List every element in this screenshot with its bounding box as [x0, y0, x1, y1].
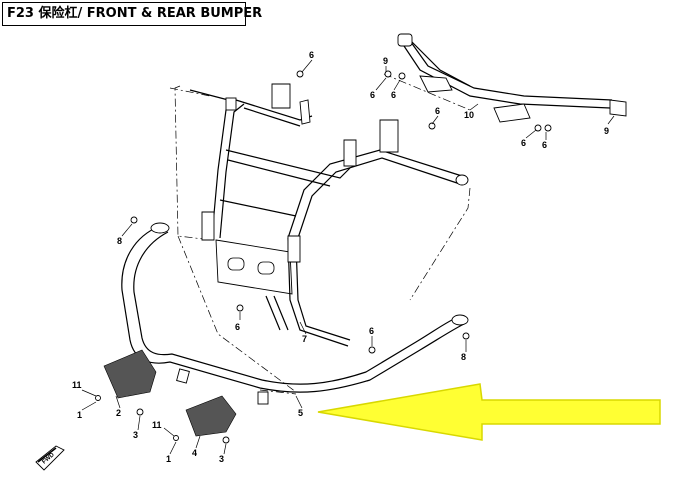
callout-6: 6	[435, 106, 440, 116]
page-title: F23 保险杠/ FRONT & REAR BUMPER	[2, 2, 262, 26]
projection-lines	[169, 73, 471, 395]
callout-6: 6	[521, 138, 526, 148]
callout-9: 9	[604, 126, 609, 136]
callout-3: 3	[219, 454, 224, 464]
callout-8: 8	[117, 236, 122, 246]
callout-5: 5	[298, 408, 303, 418]
callout-4: 4	[192, 448, 197, 458]
rear-bumper-tube	[397, 33, 627, 123]
skid-plate-left	[103, 349, 157, 399]
skid-plate-right	[185, 395, 237, 437]
callout-6: 6	[391, 90, 396, 100]
callout-1: 1	[166, 454, 171, 464]
bumper-frame-right	[287, 119, 469, 347]
callout-1: 1	[77, 410, 82, 420]
callout-6: 6	[235, 322, 240, 332]
callout-8: 8	[461, 352, 466, 362]
callout-10: 10	[464, 110, 474, 120]
leader-lines	[81, 59, 615, 455]
callout-11: 11	[152, 420, 162, 430]
bumper-frame-left	[189, 83, 351, 241]
callout-6: 6	[542, 140, 547, 150]
front-bumper-tube	[121, 222, 469, 405]
callout-6: 6	[370, 90, 375, 100]
callout-6: 6	[309, 50, 314, 60]
callout-7: 7	[302, 334, 307, 344]
callout-11: 11	[72, 380, 82, 390]
fasteners	[95, 70, 552, 444]
fwd-direction-badge: FWD	[35, 445, 65, 471]
mounting-plate	[215, 239, 293, 331]
callout-6: 6	[369, 326, 374, 336]
callout-9: 9	[383, 56, 388, 66]
callout-2: 2	[116, 408, 121, 418]
highlight-arrow	[317, 383, 661, 441]
callout-3: 3	[133, 430, 138, 440]
callout-labels: 6 9 6 6 6 10 6 6 9 8 6 7 6 8 11 1 2 3 11…	[72, 50, 609, 464]
